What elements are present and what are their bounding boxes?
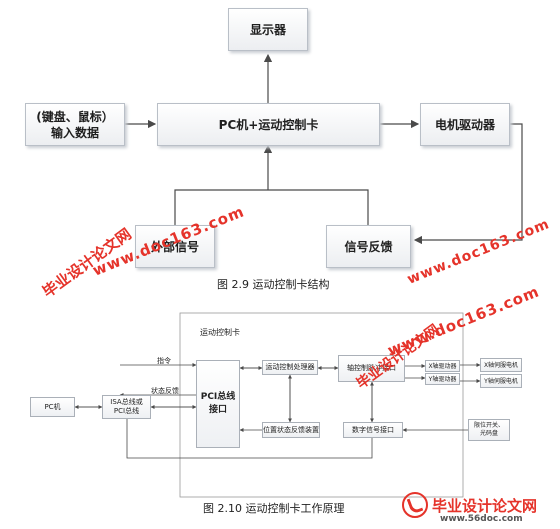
position-feedback-box: 位置状态反馈装置 (262, 422, 320, 438)
figure-2-9-caption: 图 2.9 运动控制卡结构 (217, 278, 330, 291)
pci-label-line1: PCI总线 (200, 392, 236, 402)
pci-label-line2: 接口 (208, 405, 227, 415)
x-drive-label: X轴驱动器 (428, 362, 457, 370)
y-drive-label: Y轴驱动器 (428, 375, 457, 383)
motor-driver-box: 电机驱动器 (420, 103, 510, 146)
bus-box: ISA总线或 PCI总线 (102, 395, 151, 419)
arrow-driver-feedback (413, 123, 523, 245)
x-servo-label: X轴伺服电机 (483, 361, 519, 369)
pci-interface-box: PCI总线 接口 (196, 360, 240, 448)
external-signal-box: 外部信号 (135, 225, 215, 268)
bus-loop (126, 415, 373, 459)
input-label-line2: 输入数据 (50, 125, 99, 140)
processor-label: 运动控制处理器 (265, 363, 315, 371)
x-servo-box: X轴伺服电机 (480, 358, 522, 372)
limit-label-line2: 光码盘 (479, 430, 498, 437)
pulse-interface-label: 轴控制脉冲接口 (347, 364, 396, 372)
figure-2-10-caption: 图 2.10 运动控制卡工作原理 (203, 502, 345, 515)
digital-interface-label: 数字信号接口 (352, 425, 394, 434)
external-signal-label: 外部信号 (150, 239, 199, 254)
y-drive-box: Y轴驱动器 (425, 373, 460, 385)
y-servo-label: Y轴伺服电机 (484, 377, 518, 385)
limit-label-line1: 限位开关、 (473, 422, 504, 429)
x-drive-box: X轴驱动器 (425, 360, 460, 372)
signal-feedback-box: 信号反馈 (326, 225, 411, 268)
display-box: 显示器 (228, 8, 308, 51)
input-box: (键盘、鼠标） 输入数据 (25, 103, 125, 146)
pulse-interface-box: 轴控制脉冲接口 (338, 355, 405, 382)
pc-box: PC机 (30, 397, 75, 417)
status-feedback-label: 状态反馈 (151, 387, 179, 395)
motor-driver-label: 电机驱动器 (434, 117, 495, 132)
limit-switch-box: 限位开关、 光码盘 (468, 419, 510, 441)
card-frame (179, 312, 464, 498)
y-servo-box: Y轴伺服电机 (480, 374, 522, 388)
logo-url: www.56doc.com (440, 514, 523, 524)
pc-card-box: PC机+运动控制卡 (157, 103, 380, 146)
bracket-signals (174, 189, 369, 225)
display-label: 显示器 (249, 22, 286, 37)
input-label-line1: (键盘、鼠标） (36, 109, 114, 124)
logo-circle-icon (402, 492, 428, 518)
processor-box: 运动控制处理器 (262, 360, 318, 375)
signal-feedback-label: 信号反馈 (344, 239, 393, 254)
bus-label-line1: ISA总线或 (110, 398, 143, 406)
pc-card-label: PC机+运动控制卡 (218, 117, 319, 132)
position-feedback-label: 位置状态反馈装置 (263, 425, 319, 434)
card-title: 运动控制卡 (200, 328, 240, 337)
bus-label-line2: PCI总线 (113, 407, 140, 415)
pc-label: PC机 (44, 402, 61, 411)
command-label: 指令 (157, 357, 171, 365)
logo-name: 毕业设计论文网 (432, 497, 538, 515)
digital-interface-box: 数字信号接口 (343, 422, 403, 438)
